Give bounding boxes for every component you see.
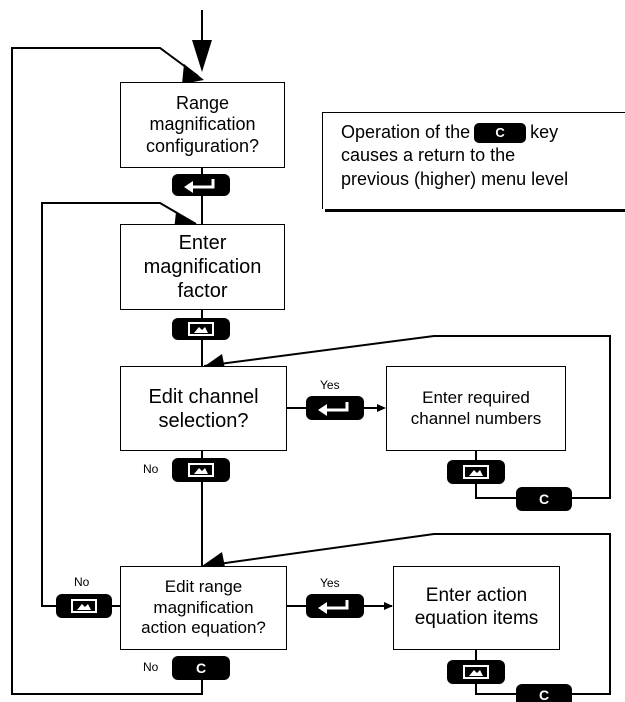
range-config-line3: configuration? (145, 135, 260, 156)
clear-key-label: C (538, 491, 550, 507)
edit-equation-line3: action equation? (141, 618, 266, 638)
scroll-key-icon (463, 465, 489, 479)
yes-label-2: Yes (320, 576, 340, 590)
enter-key-1[interactable] (172, 174, 230, 196)
scroll-key-icon (188, 463, 214, 477)
enter-arrow-icon (184, 179, 215, 193)
yes-label-1: Yes (320, 378, 340, 392)
note-after-key: key (530, 122, 559, 142)
clear-key-label: C (195, 660, 207, 676)
note-before-key: Operation of the (341, 122, 471, 142)
enter-arrow-icon (318, 600, 349, 614)
enter-key-yes-1[interactable] (306, 396, 364, 420)
enter-equation-line1: Enter action (425, 585, 528, 607)
enter-channels-line2: channel numbers (410, 408, 542, 428)
note-clear-key: C (474, 123, 527, 144)
enter-equation-box: Enter action equation items (393, 566, 560, 650)
scroll-key-no-1[interactable] (172, 458, 230, 482)
enter-equation-line2: equation items (414, 608, 539, 629)
edit-channel-line1: Edit channel (148, 385, 259, 408)
clear-key-no[interactable]: C (172, 656, 230, 680)
equation-return-loop (203, 533, 611, 695)
edit-equation-box: Edit range magnification action equation… (120, 566, 287, 650)
enter-factor-line2: magnification (143, 256, 262, 278)
clear-key-1[interactable]: C (516, 487, 572, 511)
enter-factor-line3: factor (177, 280, 228, 302)
no-label-1: No (143, 462, 159, 476)
no-label-2: No (74, 575, 90, 589)
enter-arrow-icon (318, 402, 349, 416)
scroll-key-1[interactable] (172, 318, 230, 340)
enter-channels-box: Enter required channel numbers (386, 366, 566, 451)
outer-return-loop (11, 47, 203, 695)
scroll-key-3[interactable] (447, 660, 505, 684)
edit-equation-line2: magnification (153, 597, 254, 617)
no-label-3: No (143, 660, 159, 674)
scroll-key-icon (71, 599, 97, 613)
scroll-key-2[interactable] (447, 460, 505, 484)
enter-factor-box: Enter magnification factor (120, 224, 285, 310)
clear-key-2[interactable]: C (516, 684, 572, 702)
note-line2: causes a return to the (341, 145, 516, 166)
edit-channel-line2: selection? (158, 409, 249, 432)
scroll-key-icon (463, 665, 489, 679)
entry-arrowhead (192, 40, 212, 72)
clear-key-label: C (538, 687, 550, 702)
channel-return-loop (203, 335, 611, 499)
edit-equation-line1: Edit range (164, 577, 243, 597)
scroll-key-icon (188, 322, 214, 336)
scroll-key-no-2[interactable] (56, 594, 112, 618)
outer-loop-arrowhead (182, 64, 204, 84)
range-config-line2: magnification (149, 114, 256, 135)
range-config-line1: Range (175, 92, 230, 113)
left-return-loop (41, 202, 197, 607)
enter-key-yes-2[interactable] (306, 594, 364, 618)
enter-factor-line1: Enter (178, 232, 227, 254)
edit-channel-box: Edit channel selection? (120, 366, 287, 451)
note-line3: previous (higher) menu level (341, 168, 569, 189)
enter-channels-line1: Enter required (422, 388, 530, 408)
range-config-box: Range magnification configuration? (120, 82, 285, 168)
